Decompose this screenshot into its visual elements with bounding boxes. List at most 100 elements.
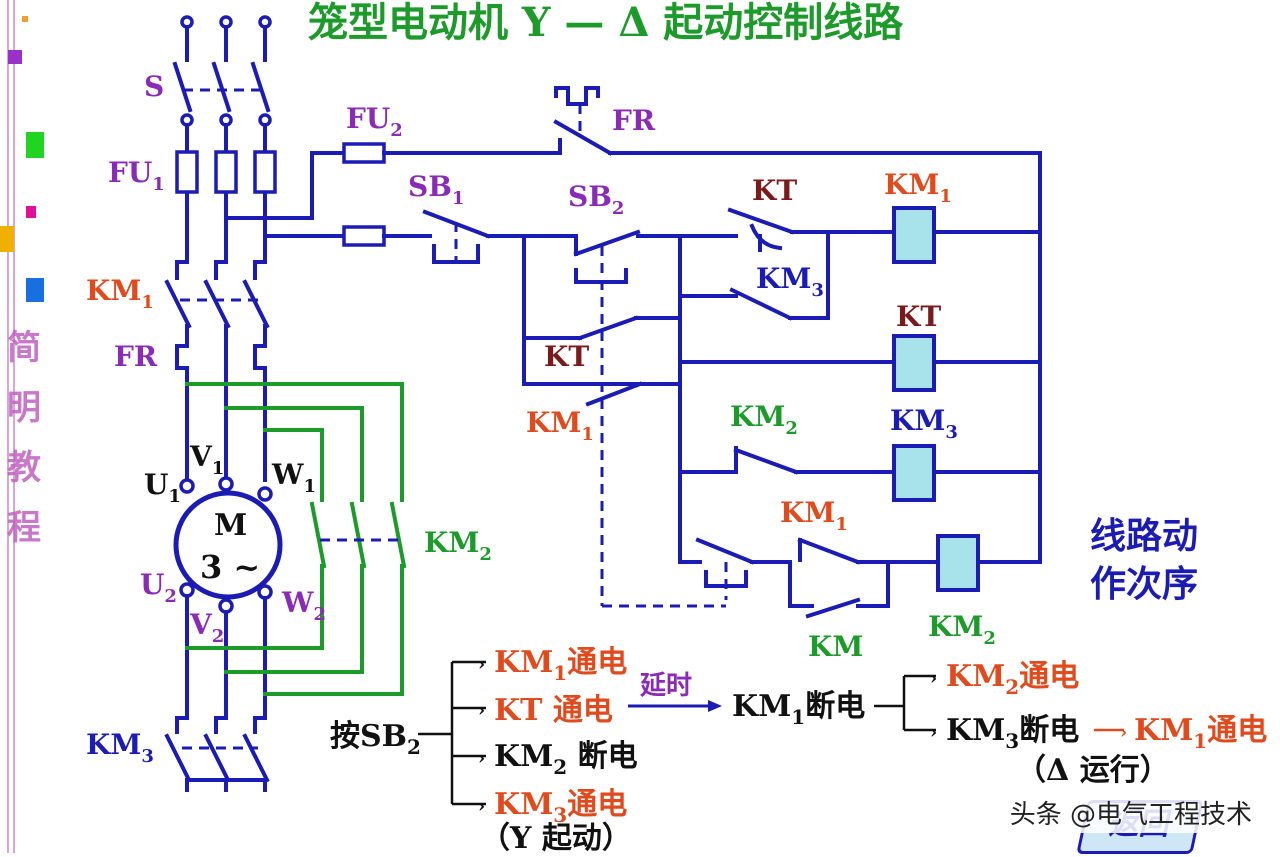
seq-step3a: KM — [946, 659, 1005, 694]
svg-text:›: › — [478, 796, 485, 817]
km2-coil — [936, 534, 980, 592]
svg-text:KM3: KM3 — [890, 404, 958, 443]
label-v1: V — [189, 440, 213, 473]
seq-step4: KM — [1134, 713, 1193, 748]
purple-square-icon — [8, 50, 22, 64]
km1-coil — [892, 206, 936, 264]
label-s: S — [144, 70, 164, 103]
label-km1-contact-low: KM — [780, 496, 835, 529]
labels: S FU1 FU2 FR SB1 SB2 KT KM1 KM3 KT KT KM… — [86, 70, 996, 767]
seq-step1c: KM — [494, 739, 553, 774]
svg-text:V1: V1 — [189, 440, 224, 479]
label-fu2: FU — [346, 102, 390, 135]
svg-text:KM1通电: KM1通电 — [494, 645, 627, 685]
label-sb2: SB — [568, 180, 612, 213]
svg-text:U1: U1 — [144, 468, 181, 507]
sidebar-char: 程 — [7, 508, 41, 548]
label-km3-coil: KM — [890, 404, 945, 437]
blue-square-icon — [26, 278, 44, 302]
seq-press: 按SB — [330, 719, 407, 754]
label-km1-contact-mid: KM — [526, 406, 581, 439]
svg-text:KM2: KM2 — [424, 526, 492, 565]
svg-text:KM2: KM2 — [730, 400, 798, 439]
label-fu1: FU — [108, 156, 152, 189]
svg-text:（Y 起动）: （Y 起动） — [480, 821, 632, 853]
km1-contact-mid — [585, 381, 643, 407]
yellow-square-icon — [0, 226, 14, 252]
label-km3-contact: KM — [756, 262, 811, 295]
motor-phase-label: 3 ~ — [200, 548, 260, 586]
kt-coil — [892, 334, 936, 392]
seq-y-start: （Y 起动） — [480, 821, 632, 853]
green-square-icon — [26, 132, 44, 158]
seq-step1b: KT 通电 — [494, 693, 613, 728]
svg-text:KM1断电: KM1断电 — [732, 689, 865, 729]
km2-nc-contact — [733, 447, 799, 475]
sequence-title-line1: 线路动 — [1090, 515, 1198, 557]
sidebar-char: 教 — [7, 448, 41, 488]
motor-label: M — [214, 508, 247, 543]
seq-delta-run: （Δ 运行） — [1016, 753, 1170, 788]
seq-step1a: KM — [494, 645, 553, 680]
label-w2: W — [281, 586, 314, 619]
svg-text:KM3通电: KM3通电 — [494, 787, 627, 827]
svg-text:›: › — [1120, 722, 1127, 743]
label-km-contact: KM — [808, 630, 863, 663]
svg-text:›: › — [930, 668, 937, 689]
label-km2-coil: KM — [928, 610, 983, 643]
seq-delay: 延时 — [639, 671, 692, 701]
fuse-fu1-b — [214, 150, 238, 194]
seq-step3b: KM — [946, 713, 1005, 748]
control-circuit — [310, 86, 1042, 619]
km3-nc-contact — [729, 287, 793, 321]
kt-contact-mid — [577, 315, 639, 341]
switch-s-blade — [172, 61, 193, 113]
label-u2: U — [140, 568, 164, 601]
svg-text:FU1: FU1 — [108, 156, 165, 195]
sequence-title: 线路动 作次序 — [1090, 515, 1198, 605]
label-km1-coil: KM — [884, 168, 939, 201]
km3-main-contact — [164, 733, 192, 783]
svg-text:KM3断电: KM3断电 — [946, 713, 1079, 753]
fuse-fu2-a — [342, 142, 386, 164]
svg-text:KM1通电: KM1通电 — [1134, 713, 1267, 753]
sidebar-char: 简 — [7, 328, 41, 368]
svg-text:（Δ 运行）: （Δ 运行） — [1016, 753, 1170, 788]
svg-text:KM1: KM1 — [86, 274, 154, 313]
svg-text:KM3: KM3 — [86, 728, 154, 767]
km1-main-contact — [164, 279, 192, 329]
svg-text:V2: V2 — [189, 608, 224, 647]
sequence-title-line2: 作次序 — [1090, 563, 1198, 605]
main-circuit: M 3 ~ — [164, 15, 407, 792]
kt-delay-contact — [727, 207, 795, 235]
svg-text:W1: W1 — [271, 458, 316, 497]
svg-text:FU2: FU2 — [346, 102, 403, 141]
fuse-fu1-a — [175, 150, 199, 194]
label-km2-contact: KM — [730, 400, 785, 433]
svg-text:KM2: KM2 — [928, 610, 996, 649]
svg-text:U2: U2 — [140, 568, 177, 607]
svg-text:›: › — [478, 654, 485, 675]
label-sb1: SB — [408, 170, 452, 203]
svg-text:KM2通电: KM2通电 — [946, 659, 1079, 699]
seq-step1d: KM — [494, 787, 553, 822]
svg-text:KM1: KM1 — [884, 168, 952, 207]
km1-interlock-contact — [797, 537, 861, 565]
sb2-start-button — [573, 229, 641, 257]
svg-text:KM1: KM1 — [526, 406, 594, 445]
svg-text:›: › — [930, 722, 937, 743]
label-u1: U — [144, 468, 168, 501]
fr-thermal-symbol — [554, 86, 600, 106]
svg-text:›: › — [478, 748, 485, 769]
svg-text:KM1: KM1 — [780, 496, 848, 535]
left-sidebar: 简 明 教 程 — [0, 0, 48, 853]
label-v2: V — [189, 608, 213, 641]
label-km1-main: KM — [86, 274, 141, 307]
label-kt-contact-mid: KT — [544, 340, 589, 373]
sidebar-char: 明 — [7, 388, 41, 428]
label-fr-top: FR — [612, 104, 656, 137]
label-w1: W — [271, 458, 304, 491]
svg-text:SB1: SB1 — [408, 170, 464, 209]
km3-interlock-contact — [695, 537, 755, 565]
fuse-fu1-c — [253, 150, 277, 194]
